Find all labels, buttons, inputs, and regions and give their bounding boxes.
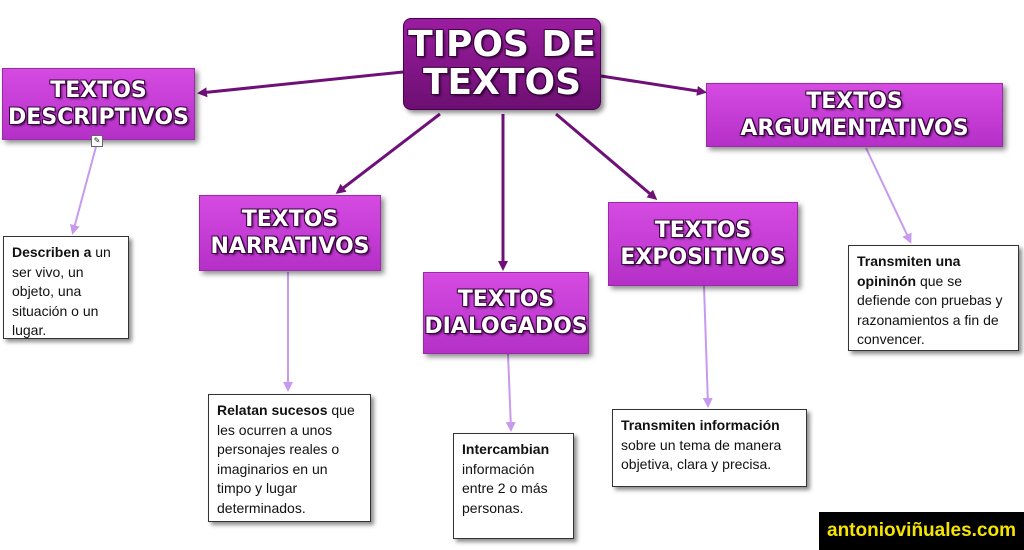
description-text: sobre un tema de manera objetiva, clara … bbox=[621, 436, 782, 473]
description-narrativos: Relatan sucesos que les ocurren a unos p… bbox=[208, 394, 371, 522]
link-icon[interactable]: ✎ bbox=[91, 135, 103, 147]
node-label-line1: TEXTOS bbox=[50, 78, 147, 103]
description-bold: Describen a bbox=[12, 244, 92, 260]
node-textos-expositivos: TEXTOS EXPOSITIVOS bbox=[608, 202, 798, 286]
node-textos-argumentativos: TEXTOS ARGUMENTATIVOS bbox=[706, 83, 1003, 147]
description-dialogados: Intercambian información entre 2 o más p… bbox=[453, 433, 574, 539]
arrow-expositivos-to-desc bbox=[702, 285, 713, 408]
site-watermark: antonioviñuales.com bbox=[819, 512, 1024, 550]
description-bold: Intercambian bbox=[462, 441, 550, 457]
main-title-line1: TIPOS DE bbox=[408, 24, 596, 65]
node-label-line1: TEXTOS bbox=[457, 287, 555, 312]
description-text: que se defiende con pruebas y razonamien… bbox=[857, 272, 1003, 348]
node-label-line2: DESCRIPTIVOS bbox=[8, 105, 189, 130]
arrow-to-expositivos bbox=[555, 112, 658, 200]
arrow-to-descriptivos bbox=[197, 70, 404, 98]
node-label-line2: NARRATIVOS bbox=[210, 234, 370, 259]
description-bold: Relatan sucesos bbox=[217, 402, 328, 418]
node-textos-narrativos: TEXTOS NARRATIVOS bbox=[199, 195, 381, 271]
description-text: un ser vivo, un objeto, una situación o … bbox=[12, 244, 111, 338]
arrow-argumentativos-to-desc bbox=[865, 147, 912, 244]
arrow-descriptivos-to-desc bbox=[69, 142, 98, 235]
node-label-line1: TEXTOS bbox=[654, 218, 752, 243]
main-title-line2: TEXTOS bbox=[423, 62, 581, 103]
node-label-line1: TEXTOS bbox=[806, 89, 903, 114]
node-label-line1: TEXTOS bbox=[241, 207, 339, 232]
description-descriptivos: Describen a un ser vivo, un objeto, una … bbox=[3, 236, 129, 339]
node-textos-dialogados: TEXTOS DIALOGADOS bbox=[423, 272, 589, 354]
arrow-dialogados-to-desc bbox=[505, 353, 516, 432]
node-label-line2: ARGUMENTATIVOS bbox=[740, 116, 969, 141]
description-bold: Transmiten información bbox=[621, 417, 780, 433]
description-text: información entre 2 o más personas. bbox=[462, 460, 548, 516]
node-label-line2: DIALOGADOS bbox=[424, 314, 588, 339]
node-label-line2: EXPOSITIVOS bbox=[620, 245, 786, 270]
description-text: que les ocurren a unos personajes reales… bbox=[217, 402, 355, 516]
node-textos-descriptivos: TEXTOS DESCRIPTIVOS bbox=[2, 68, 195, 140]
arrow-to-narrativos bbox=[335, 112, 441, 194]
main-node-tipos-de-textos: TIPOS DE TEXTOS bbox=[403, 18, 601, 110]
description-expositivos: Transmiten información sobre un tema de … bbox=[612, 409, 807, 487]
description-argumentativos: Transmiten una opininón que se defiende … bbox=[848, 245, 1019, 351]
description-bold: Transmiten una opininón bbox=[857, 253, 961, 289]
arrow-to-argumentativos bbox=[600, 74, 707, 96]
